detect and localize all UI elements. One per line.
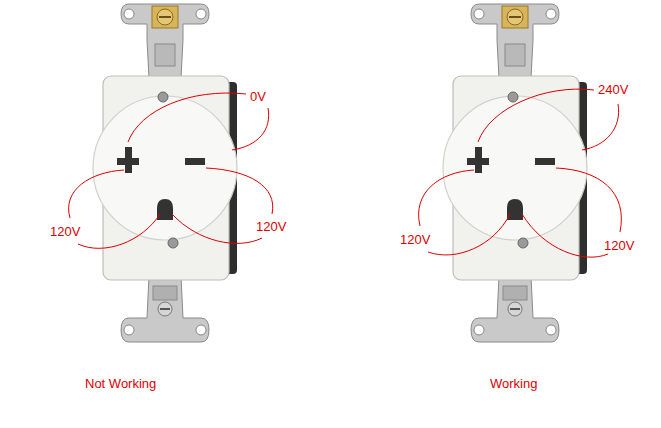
leader-line <box>232 108 269 150</box>
voltage-label: 120V <box>400 232 430 247</box>
voltage-label: 120V <box>604 238 634 253</box>
receptacle <box>93 4 237 342</box>
voltage-label: 0V <box>250 89 266 104</box>
leader-line <box>206 168 273 214</box>
leader-line <box>522 214 608 257</box>
leader-lines <box>69 89 622 257</box>
leader-line <box>582 104 619 150</box>
leader-line <box>419 170 474 226</box>
receptacle <box>443 4 587 342</box>
status-label: Working <box>490 376 537 391</box>
leader-line <box>428 214 510 255</box>
leader-line <box>478 89 594 142</box>
voltage-label: 120V <box>256 219 286 234</box>
leader-line <box>556 168 621 232</box>
leader-line <box>128 93 246 142</box>
leader-line <box>172 214 262 243</box>
status-label: Not Working <box>85 376 156 391</box>
leader-line <box>78 214 160 248</box>
voltage-label: 120V <box>50 224 80 239</box>
leader-line <box>69 170 124 218</box>
voltage-label: 240V <box>598 82 628 97</box>
